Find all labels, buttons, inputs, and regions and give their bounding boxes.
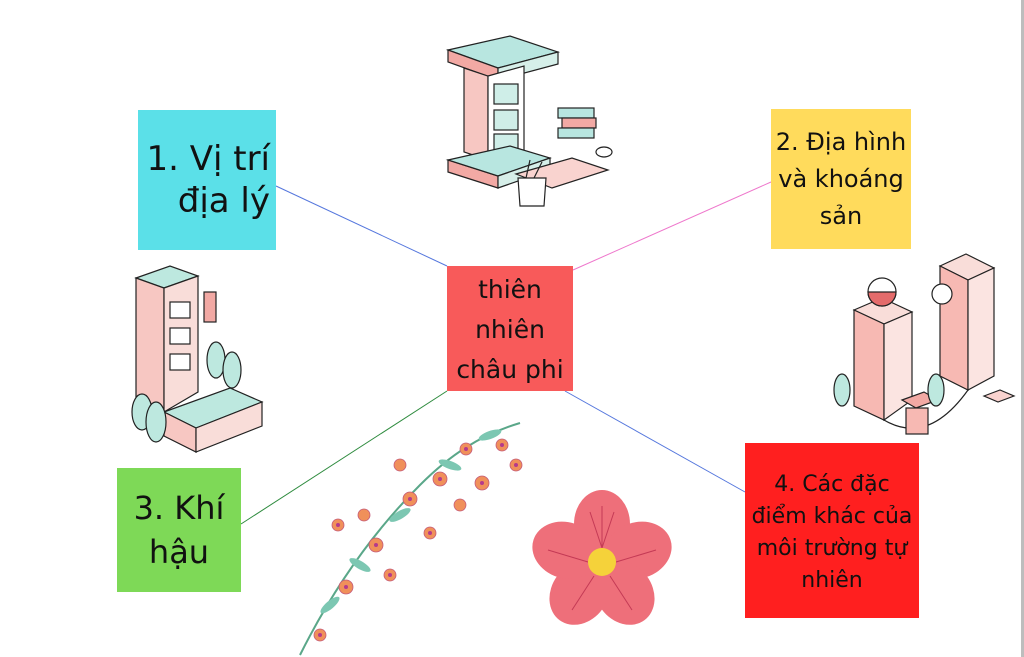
pink-flower-illustration [532, 490, 672, 625]
letter-u-building-illustration [833, 253, 1016, 435]
center-node: thiên nhiên châu phi [447, 266, 573, 391]
letter-l-building-illustration [131, 265, 264, 453]
branch-node-3-label: 3. Khí hậu [133, 489, 225, 571]
branch-node-2: 2. Địa hình và khoáng sản [771, 109, 911, 249]
branch-node-3: 3. Khí hậu [117, 468, 241, 592]
page-edge [1021, 0, 1024, 657]
connector-1 [275, 185, 448, 267]
branch-node-1-label: 1. Vị trí địa lý [146, 139, 270, 221]
letter-i-building-illustration [445, 35, 613, 207]
branch-node-4-label: 4. Các đặc điểm khác của môi trường tự n… [751, 471, 913, 593]
branch-node-2-label: 2. Địa hình và khoáng sản [775, 127, 907, 230]
branch-node-4: 4. Các đặc điểm khác của môi trường tự n… [745, 443, 919, 618]
connector-2 [572, 181, 772, 271]
flower-branch-illustration [299, 422, 523, 656]
connector-4 [564, 390, 746, 493]
center-node-label: thiên nhiên châu phi [456, 274, 564, 384]
connector-3 [240, 390, 448, 525]
branch-node-1: 1. Vị trí địa lý [138, 110, 276, 250]
